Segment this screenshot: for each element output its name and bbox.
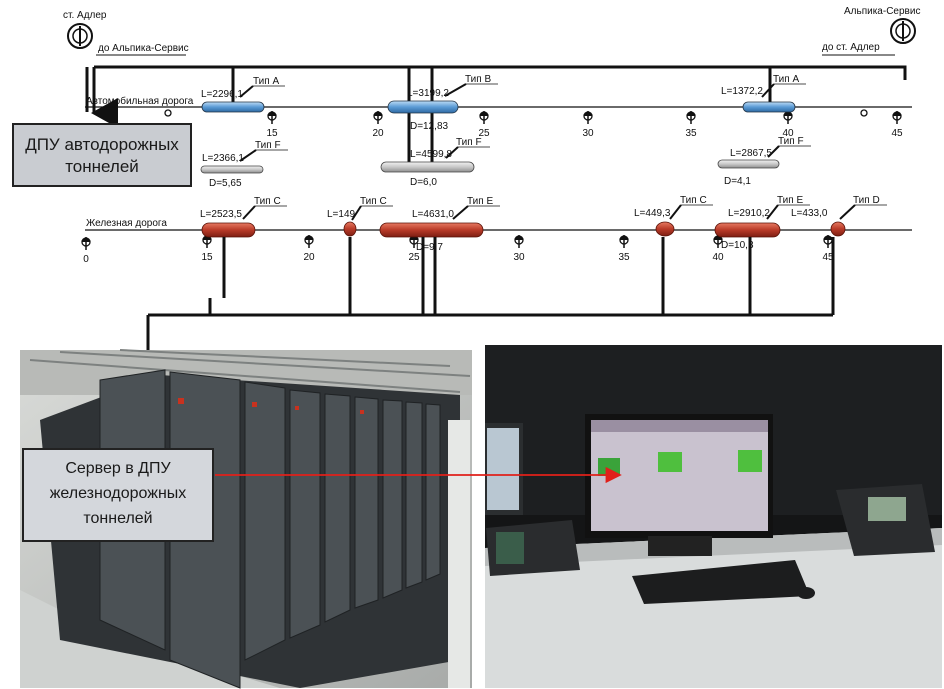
tunnel-road-a1 <box>201 101 265 113</box>
railway-km-marker-value: 40 <box>712 252 724 263</box>
tunnel-diameter: D=9,7 <box>416 242 443 253</box>
tunnel-road-f1 <box>200 165 264 174</box>
tunnel-length: L=1372,2 <box>721 86 763 97</box>
railway-km-marker: 20 <box>303 235 315 263</box>
tunnel-type: Тип C <box>254 196 281 207</box>
railway-km-marker-value: 20 <box>303 252 315 263</box>
tunnel-rail-c1 <box>201 222 256 238</box>
highway-label: Автомобильная дорога <box>86 95 194 107</box>
tunnel-callout-rail-c2: L=149 Тип C <box>327 196 393 221</box>
tunnel-length: L=4631,0 <box>412 209 454 220</box>
highway-km-marker-value: 20 <box>372 128 384 139</box>
tunnel-length: L=2523,5 <box>200 209 242 220</box>
tunnel-type: Тип E <box>777 195 803 206</box>
tunnel-callout-rail-e2: L=2910,2 Тип E D=10,3 <box>721 195 810 251</box>
tunnel-callout-road-f1: L=2366,1 Тип F D=5,65 <box>202 140 288 189</box>
tunnel-callout-road-a1: L=2296,1 Тип А <box>201 76 285 100</box>
tunnel-callout-road-a2: L=1372,2 Тип А <box>721 74 806 98</box>
highway-km-marker: 30 <box>582 111 594 139</box>
tunnel-type: Тип F <box>255 140 281 151</box>
highway-km-marker: 15 <box>266 111 278 139</box>
tunnel-rail-e2 <box>714 222 781 238</box>
highway-km-marker: 40 <box>782 111 794 139</box>
tunnel-type: Тип C <box>680 195 707 206</box>
railway-label: Железная дорога <box>86 218 167 229</box>
railway-km-marker: 0 <box>81 237 91 265</box>
highway-small-markers <box>164 109 868 117</box>
tunnel-length: L=149 <box>327 209 356 220</box>
station-adler-label: ст. Адлер <box>63 10 107 21</box>
tunnel-callout-road-f2: L=4599,8 Тип F D=6,0 <box>410 137 490 188</box>
tunnel-callout-rail-d: L=433,0 Тип D <box>791 195 887 220</box>
tunnel-callout-rail-c3: L=449,3 Тип C <box>634 195 713 220</box>
highway-km-marker-value: 35 <box>685 128 697 139</box>
tunnel-type: Тип В <box>465 74 491 85</box>
highway-km-marker-value: 15 <box>266 128 278 139</box>
tunnel-length: L=2867,5 <box>730 148 772 159</box>
highway-km-marker: 20 <box>372 111 384 139</box>
direction-to-adler-label: до ст. Адлер <box>822 42 880 53</box>
tunnel-length: L=3199,2 <box>407 88 449 99</box>
railway-km-marker-value: 25 <box>408 252 420 263</box>
direction-to-alpika-label: до Альпика-Сервис <box>98 43 189 54</box>
railway-km-marker-value: 35 <box>618 252 630 263</box>
railway-km-marker: 35 <box>618 235 630 263</box>
railway-km-marker-value: 0 <box>83 254 89 265</box>
tunnel-diameter: D=12,83 <box>410 121 449 132</box>
tunnel-callout-road-f3: L=2867,5 Тип F D=4,1 <box>724 136 811 187</box>
tunnel-length: L=4599,8 <box>410 149 452 160</box>
railway-km-marker-value: 30 <box>513 252 525 263</box>
station-alpika-label: Альпика-Сервис <box>844 6 920 17</box>
tunnel-diameter: D=10,3 <box>721 240 754 251</box>
control-room-photo <box>485 345 942 688</box>
railway-km-marker: 15 <box>201 235 213 263</box>
tunnel-length: L=449,3 <box>634 208 671 219</box>
highway-km-marker: 25 <box>478 111 490 139</box>
dpu-road-tunnels-label: ДПУ автодорожных тоннелей <box>12 123 192 187</box>
tunnel-rail-c2 <box>343 221 357 237</box>
tunnel-type: Тип E <box>467 196 493 207</box>
tunnel-road-a2 <box>742 101 796 113</box>
tunnel-rail-c3 <box>655 221 675 237</box>
tunnel-callout-rail-e1: L=4631,0 Тип E D=9,7 <box>412 196 500 253</box>
tunnel-length: L=2366,1 <box>202 153 244 164</box>
tunnel-diameter: D=6,0 <box>410 177 437 188</box>
tunnel-type: Тип А <box>773 74 799 85</box>
station-adler-symbol <box>67 23 93 49</box>
railway-km-marker-value: 45 <box>822 252 834 263</box>
server-room-photo <box>20 349 472 689</box>
tunnel-rail-d <box>830 221 846 237</box>
tunnel-callout-road-b: L=3199,2 Тип В D=12,83 <box>407 74 498 132</box>
highway-km-marker: 45 <box>891 111 903 139</box>
tunnel-diameter: D=5,65 <box>209 178 242 189</box>
tunnel-type: Тип C <box>360 196 387 207</box>
railway-km-marker: 30 <box>513 235 525 263</box>
highway-km-marker: 35 <box>685 111 697 139</box>
tunnel-length: L=2910,2 <box>728 208 770 219</box>
tunnel-road-b <box>387 100 459 114</box>
tunnel-type: Тип F <box>456 137 482 148</box>
tunnel-diameter: D=4,1 <box>724 176 751 187</box>
tunnel-length: L=433,0 <box>791 208 828 219</box>
railway-dpu-server-label: Сервер в ДПУ железнодорожных тоннелей <box>22 448 214 542</box>
tunnel-type: Тип D <box>853 195 880 206</box>
highway-km-marker-value: 40 <box>782 128 794 139</box>
railway-km-marker-value: 15 <box>201 252 213 263</box>
tunnel-road-f3 <box>717 159 780 169</box>
tunnel-road-f2 <box>380 161 475 173</box>
tunnel-rail-e1 <box>379 222 484 238</box>
station-alpika-symbol <box>890 18 916 44</box>
tunnel-type: Тип А <box>253 76 279 87</box>
tunnel-type: Тип F <box>778 136 804 147</box>
tunnel-callout-rail-c1: L=2523,5 Тип C <box>200 196 287 220</box>
highway-km-marker-value: 30 <box>582 128 594 139</box>
highway-km-marker-value: 45 <box>891 128 903 139</box>
highway-km-marker-value: 25 <box>478 128 490 139</box>
tunnel-length: L=2296,1 <box>201 89 243 100</box>
